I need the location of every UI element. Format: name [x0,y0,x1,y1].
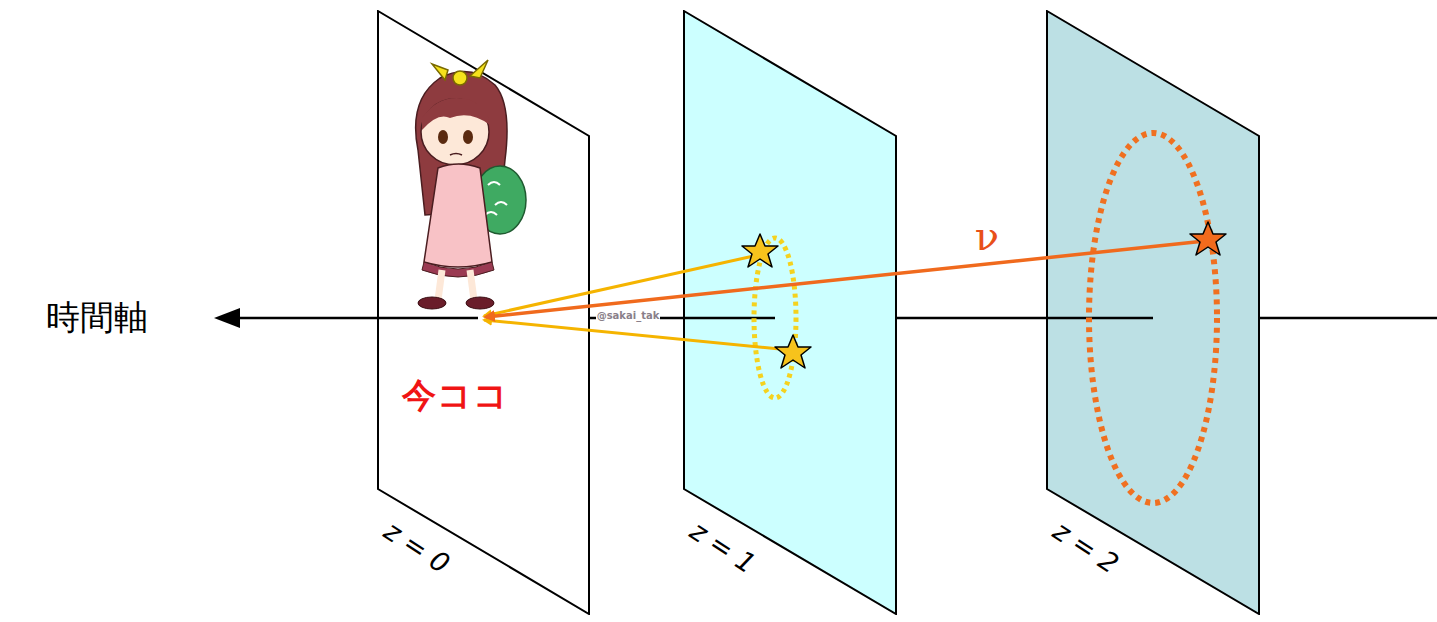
redshift-label: z = 0 [379,516,455,580]
redshift-plane: 今ココ z = 0 [377,10,590,615]
redshift-label: z = 2 [1048,516,1124,580]
watermark: @sakai_tak [596,310,661,321]
redshift-label-holder: z = 2 [1048,516,1125,581]
neutrino-symbol-holder: ν [975,214,1001,258]
redshift-label-holder: z = 1 [685,516,762,581]
axis-arrowhead [214,308,240,328]
here-label: 今ココ [402,377,509,414]
redshift-plane: z = 2 [1046,10,1260,615]
redshift-plane: z = 1 [683,10,897,615]
plane-outline [378,11,589,614]
plane-outline [684,11,896,614]
axis-label: 時間軸 [46,299,148,336]
axis-label-holder: 時間軸 [46,299,149,336]
neutrino-symbol: ν [975,214,999,258]
redshift-label-holder: z = 0 [379,516,456,581]
here-label-holder: 今ココ [402,377,510,414]
plane-outline [1047,11,1259,614]
redshift-label: z = 1 [685,516,761,580]
watermark-holder: @sakai_tak [596,304,662,323]
